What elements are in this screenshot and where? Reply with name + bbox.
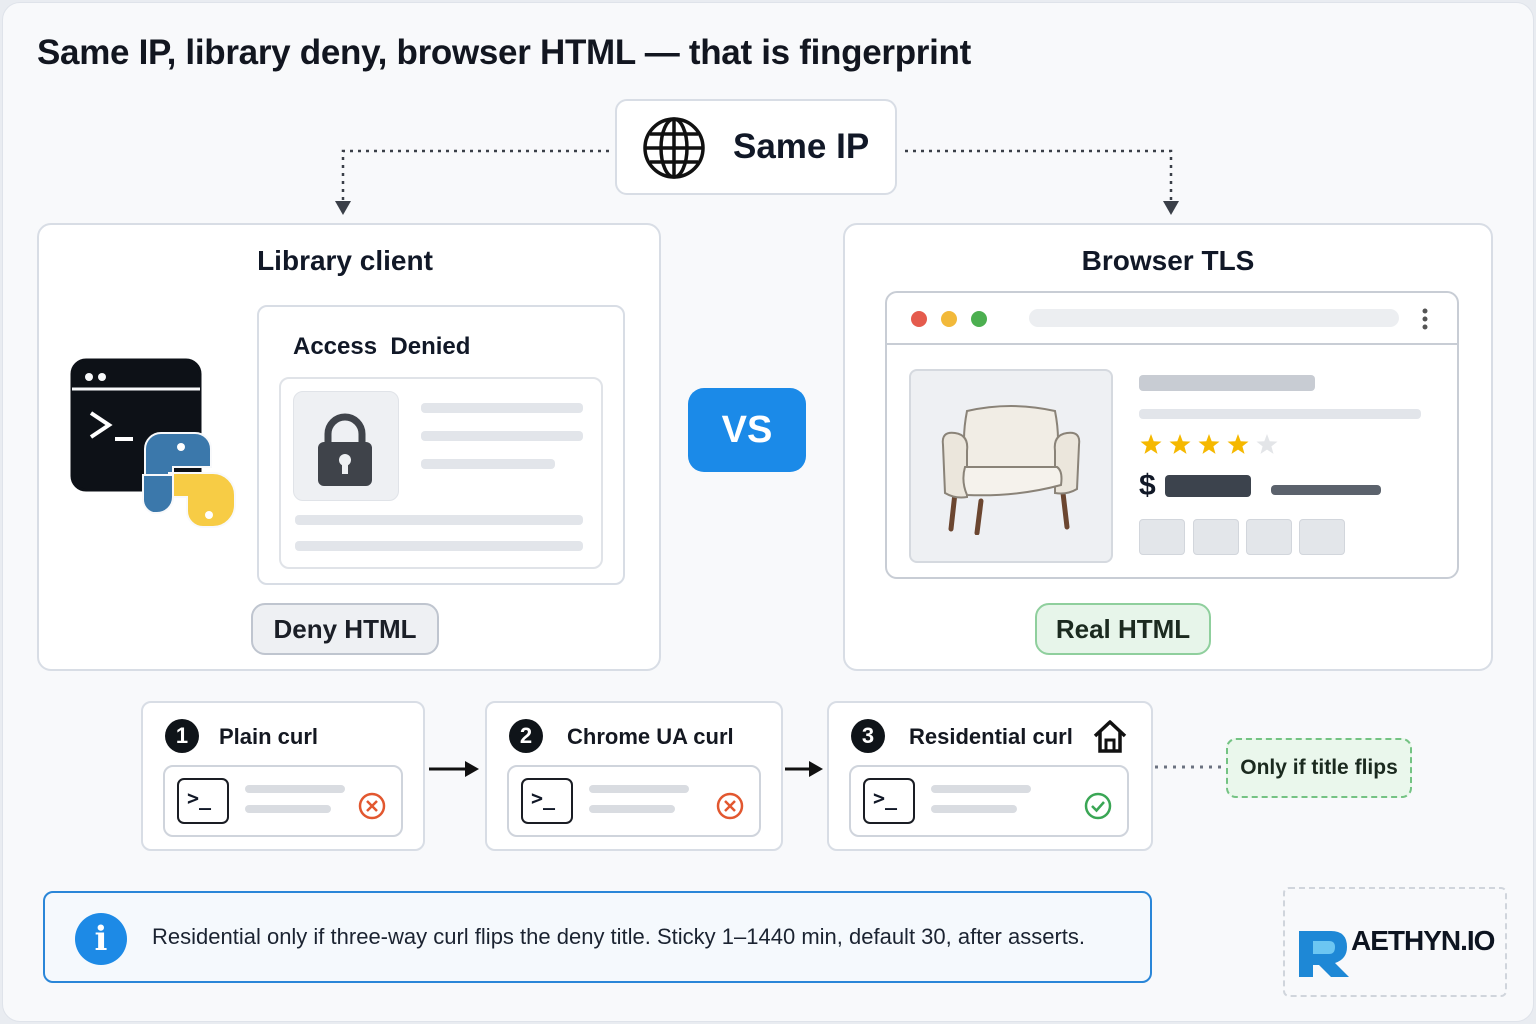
arrow-right-icon [785, 761, 823, 777]
price-detail-line [1271, 485, 1381, 495]
title-flip-note: Only if title flips [1226, 738, 1412, 798]
product-subtitle-line [1139, 409, 1421, 419]
padlock-icon [318, 413, 372, 486]
diagram-title: Same IP, library deny, browser HTML — th… [37, 33, 971, 72]
thumbnail [1139, 519, 1185, 555]
connector-left [341, 149, 609, 203]
library-client-title: Library client [257, 245, 433, 276]
deny-page-title: Access Denied [293, 333, 471, 360]
step-number: 2 [509, 719, 543, 753]
same-ip-label: Same IP [733, 127, 870, 166]
step-card: 2 Chrome UA curl >_ [485, 701, 783, 851]
house-icon [1093, 720, 1127, 753]
terminal-window-icon [70, 358, 236, 528]
step-terminal-row: >_ [163, 765, 403, 837]
same-ip-node: Same IP [615, 99, 897, 195]
step-card: 1 Plain curl >_ [141, 701, 425, 851]
x-circle-icon [358, 792, 386, 820]
step-terminal-row: >_ [849, 765, 1129, 837]
text-line [295, 541, 583, 551]
star-icon [1169, 434, 1191, 454]
lock-tile [293, 391, 399, 501]
step-number: 1 [165, 719, 199, 753]
step-label: Plain curl [219, 724, 319, 749]
globe-icon [643, 117, 705, 179]
text-line [421, 459, 555, 469]
step-label: Chrome UA curl [567, 724, 734, 749]
browser-tls-title: Browser TLS [1081, 245, 1255, 276]
product-title-line [1139, 375, 1315, 391]
info-text: Residential only if three-way curl flips… [152, 924, 1086, 949]
star-icon [1227, 434, 1249, 454]
window-controls [911, 311, 987, 327]
address-bar [1029, 309, 1399, 327]
thumbnail [1193, 519, 1239, 555]
star-icon [1198, 434, 1220, 454]
star-icon [1140, 434, 1162, 454]
armchair-icon [941, 405, 1081, 535]
browser-window-mock: $ [885, 291, 1459, 579]
deny-page-mock: Access Denied [257, 305, 625, 585]
deny-html-badge: Deny HTML [251, 603, 439, 655]
text-line [295, 515, 583, 525]
rating-stars [1140, 434, 1278, 454]
logo-text: AETHYN.IO [1351, 925, 1495, 956]
text-line [931, 805, 1017, 813]
text-line [245, 785, 345, 793]
info-callout: i Residential only if three-way curl fli… [43, 891, 1152, 983]
price-value-block [1165, 475, 1251, 497]
text-line [421, 403, 583, 413]
arrow-right-icon [429, 761, 479, 777]
arrow-left-head [335, 201, 351, 215]
library-client-panel: Library client Access Denied [37, 223, 661, 671]
dotted-connector [1155, 765, 1223, 769]
terminal-icon: >_ [521, 778, 573, 824]
python-logo-icon [142, 432, 236, 528]
info-icon: i [75, 913, 127, 965]
kebab-menu-icon [1422, 308, 1428, 330]
real-html-badge: Real HTML [1035, 603, 1211, 655]
text-line [421, 431, 583, 441]
product-image-tile [909, 369, 1113, 563]
vs-badge: VS [688, 388, 806, 472]
x-circle-icon [716, 792, 744, 820]
text-line [931, 785, 1031, 793]
arrow-right-head [1163, 201, 1179, 215]
logo-area: AETHYN.IO [1283, 887, 1507, 997]
browser-tls-panel: Browser TLS [843, 223, 1493, 671]
aethyn-logo-mark [1299, 931, 1349, 977]
step-card: 3 Residential curl >_ [827, 701, 1153, 851]
terminal-icon: >_ [177, 778, 229, 824]
thumbnail [1246, 519, 1292, 555]
browser-toolbar [887, 293, 1457, 345]
connector-right [905, 149, 1173, 203]
text-line [245, 805, 331, 813]
step-terminal-row: >_ [507, 765, 761, 837]
text-line [589, 805, 675, 813]
check-circle-icon [1084, 792, 1112, 820]
step-label: Residential curl [909, 724, 1073, 749]
step-number: 3 [851, 719, 885, 753]
same-ip-connectors [335, 149, 1179, 215]
price-symbol: $ [1139, 469, 1156, 502]
terminal-icon: >_ [863, 778, 915, 824]
star-icon [1256, 434, 1278, 454]
text-line [589, 785, 689, 793]
thumbnail [1299, 519, 1345, 555]
deny-content-box [279, 377, 603, 569]
